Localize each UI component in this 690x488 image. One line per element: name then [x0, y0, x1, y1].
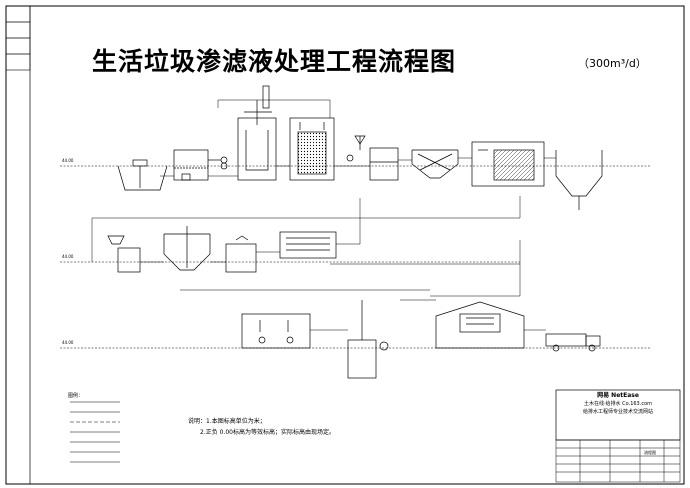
ro-membrane-rack	[279, 231, 337, 259]
pump-group-1	[208, 156, 228, 170]
clarifier	[411, 149, 459, 179]
legend-title: 图例：	[68, 393, 84, 399]
filter-press-house	[435, 301, 525, 349]
note-line-2: 2.正负 0.00标高为等效标高；实际标高由现场定。	[200, 429, 335, 436]
drawing-title: 生活垃圾渗滤液处理工程流程图	[92, 47, 457, 76]
clear-water-tank	[225, 235, 257, 273]
regulating-tank	[173, 149, 209, 181]
intermediate-pump	[346, 135, 366, 162]
dosing-tank-1	[107, 235, 141, 273]
stamp-line-2: 土木在线·给排水 Co.163.com	[583, 401, 653, 407]
sheet-border	[5, 5, 685, 485]
ground-elevation-middle: 44.00	[62, 254, 74, 259]
settling-tank-right	[555, 150, 603, 210]
title-block-drawing-name: 流程图	[644, 450, 656, 455]
flocculation-tank	[163, 226, 211, 271]
stamp-line-1: 网易 NetEase	[597, 392, 639, 399]
drawing-notes: 说明：1.本图标高单位为米； 2.正负 0.00标高为等效标高；实际标高由现场定…	[188, 416, 335, 438]
note-line-1: 说明：1.本图标高单位为米；	[188, 418, 266, 425]
legend-symbols	[70, 401, 120, 463]
anaerobic-reactor	[237, 85, 277, 181]
collection-pit	[117, 159, 168, 191]
process-pipes	[91, 99, 556, 331]
mbr-tank	[471, 141, 545, 187]
sludge-truck	[545, 333, 601, 352]
design-capacity: （300m³/d）	[578, 57, 647, 70]
ground-level-lines	[60, 165, 650, 349]
ground-elevation-bottom: 44.00	[62, 340, 74, 345]
aerobic-tank	[289, 117, 335, 181]
title-block	[555, 439, 681, 483]
intermediate-tank	[369, 147, 399, 181]
stamp-line-3: 给排水工程师专业技术交流网站	[582, 409, 653, 415]
website-stamp: 网易 NetEase 土木在线·给排水 Co.163.com 给排水工程师专业技…	[558, 392, 678, 438]
ground-elevation-top: 44.00	[62, 158, 74, 163]
sludge-pump-house	[241, 313, 311, 349]
sludge-storage-tank	[347, 300, 389, 379]
